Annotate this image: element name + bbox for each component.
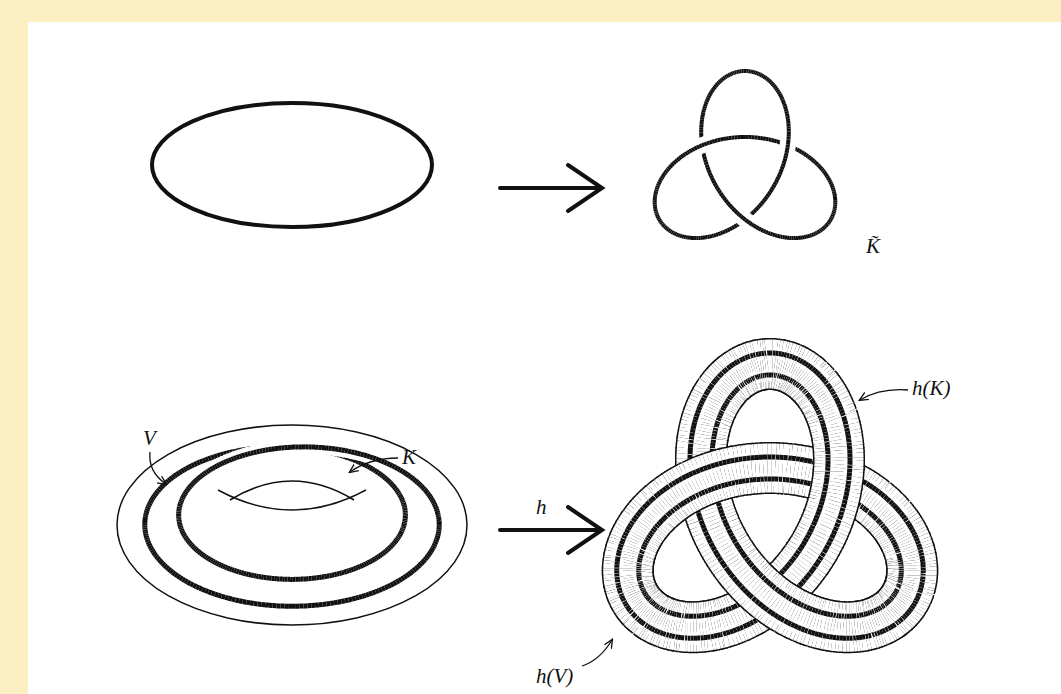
math-label: h(V)	[536, 666, 573, 687]
math-label: K	[402, 447, 416, 468]
satellite-knot	[617, 353, 924, 638]
math-label: h	[536, 497, 547, 518]
trefoil-knot	[655, 71, 836, 238]
map-arrow	[500, 507, 602, 553]
unknot	[152, 103, 432, 227]
solid-torus	[117, 425, 467, 625]
math-label: h(K)	[912, 378, 951, 399]
math-label: V	[143, 428, 156, 449]
leader-lines	[150, 390, 908, 666]
pattern-knot	[145, 447, 439, 606]
map-arrow	[500, 165, 602, 211]
math-label: K̃	[866, 236, 880, 257]
